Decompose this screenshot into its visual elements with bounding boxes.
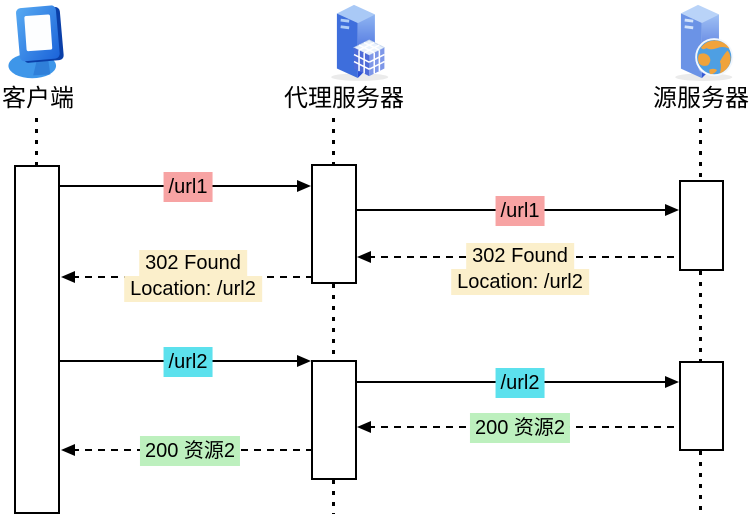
origin-server-icon — [675, 4, 734, 81]
actor-label-client: 客户端 — [2, 85, 74, 112]
proxy-server-icon — [331, 4, 389, 81]
lifeline-origin-top — [699, 118, 702, 180]
message-label-302-proxy-client: 302 Found Location: /url2 — [124, 250, 262, 302]
activation-client — [14, 165, 60, 514]
message-label-url2-proxy-origin: /url2 — [495, 368, 545, 398]
lifeline-origin-middle — [699, 271, 702, 361]
activation-origin-2 — [679, 361, 724, 451]
message-label-url2-client-proxy: /url2 — [163, 347, 213, 377]
arrowhead-right-icon — [665, 204, 679, 216]
arrowhead-right-icon — [665, 376, 679, 388]
activation-origin-1 — [679, 180, 724, 271]
message-label-302-origin-proxy: 302 Found Location: /url2 — [451, 243, 589, 295]
message-label-200-proxy-client: 200 资源2 — [139, 436, 241, 466]
arrowhead-left-icon — [61, 444, 75, 456]
client-computer-icon — [8, 5, 64, 79]
message-label-line: Location: /url2 — [124, 276, 262, 302]
message-label-url1-proxy-origin: /url1 — [495, 196, 545, 226]
activation-proxy-1 — [311, 164, 357, 284]
lifeline-proxy-bottom — [332, 480, 335, 514]
arrowhead-left-icon — [357, 421, 371, 433]
lifeline-origin-bottom — [699, 451, 702, 514]
message-label-200-origin-proxy: 200 资源2 — [469, 413, 571, 443]
lifeline-client — [35, 118, 38, 165]
arrowhead-right-icon — [297, 180, 311, 192]
message-label-line: 302 Found — [466, 243, 574, 269]
lifeline-proxy-top — [332, 118, 335, 164]
arrowhead-left-icon — [61, 271, 75, 283]
arrowhead-right-icon — [297, 355, 311, 367]
activation-proxy-2 — [311, 360, 357, 480]
actor-label-origin: 源服务器 — [653, 85, 749, 112]
actor-label-proxy: 代理服务器 — [284, 85, 404, 112]
message-label-line: Location: /url2 — [451, 269, 589, 295]
lifeline-proxy-middle — [332, 284, 335, 360]
message-label-line: 302 Found — [139, 250, 247, 276]
arrowhead-left-icon — [357, 251, 371, 263]
message-label-url1-client-proxy: /url1 — [163, 172, 213, 202]
